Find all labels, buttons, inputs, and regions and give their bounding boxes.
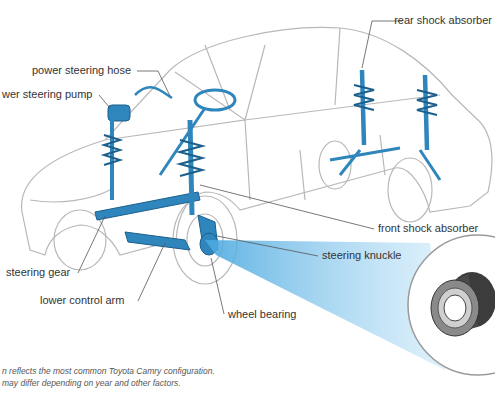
bearing-face [431,280,479,336]
leader-line [137,71,170,96]
inset-circle [408,235,495,375]
steering-wheel [195,90,235,110]
bearing-icon [431,272,495,336]
leader-line [200,185,374,229]
far-coil [104,135,120,165]
rear-coil-near [417,90,437,115]
part-label: power steering hose [32,64,131,77]
pillar-line [205,28,340,120]
leader-line [78,216,105,273]
window-line [175,72,440,120]
part-label: wheel bearing [228,308,297,321]
ps-pump [108,105,130,121]
part-label: front shock absorber [378,222,478,235]
door-line [300,135,385,200]
bumper-line [30,190,110,202]
steering-column [160,108,205,175]
part-label: steering knuckle [322,249,402,262]
leader-line [362,21,402,68]
control-arm [125,232,190,250]
far-strut [110,120,114,200]
bearing-bore [444,295,466,321]
hood-line [105,120,250,200]
footnote: n reflects the most common Toyota Camry … [2,366,215,377]
part-label: rear shock absorber [394,14,492,27]
rear-wheel [388,158,432,222]
part-label: wer steering pump [2,88,93,101]
part-label: lower control arm [40,294,124,307]
leader-line [211,258,224,314]
body-shell [22,27,492,255]
rear-links [330,148,440,180]
rear-coil [354,85,374,110]
part-label: steering gear [6,266,70,279]
bearing-ring [438,288,472,328]
footnote: may differ depending on year and other f… [2,378,181,389]
front-coil [180,140,202,176]
leader-line [217,236,318,256]
leader-line [99,95,110,108]
leader-line [138,243,165,301]
